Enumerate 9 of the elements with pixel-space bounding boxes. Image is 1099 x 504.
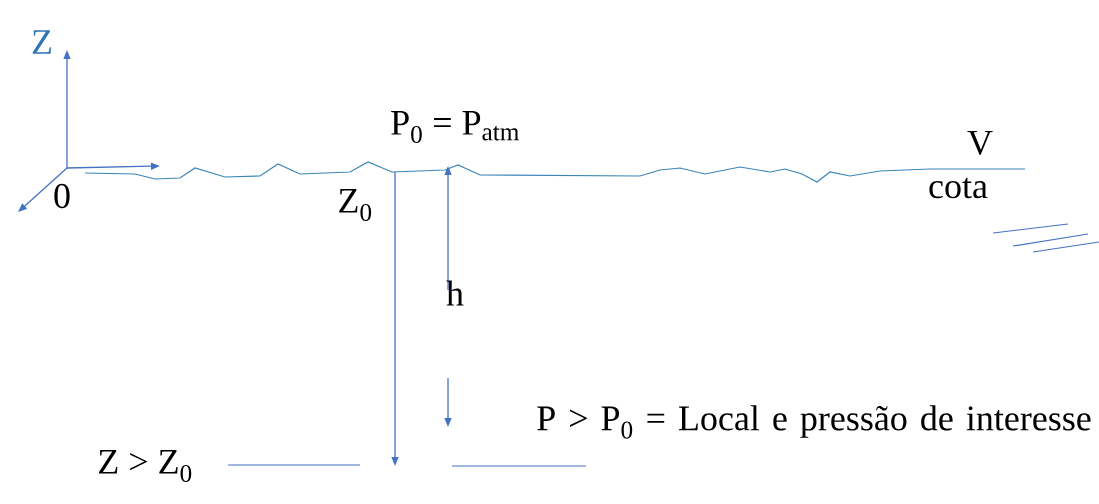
pressure-label: P$_{0}$ = P$_{atm}$ — [391, 111, 519, 143]
pressure-label: P > P$_{0}$ = Local e pressão de interesse — [537, 405, 1091, 439]
level-label: Z > Z$_{0}$ — [99, 450, 192, 482]
level-label: Z$_{0}$ — [339, 189, 372, 221]
depth-label: h — [446, 280, 464, 306]
origin-label: 0 — [54, 183, 70, 209]
level-label: cota — [929, 177, 988, 199]
axis-label: Z — [32, 30, 51, 54]
water-level-symbol: V — [967, 130, 993, 156]
